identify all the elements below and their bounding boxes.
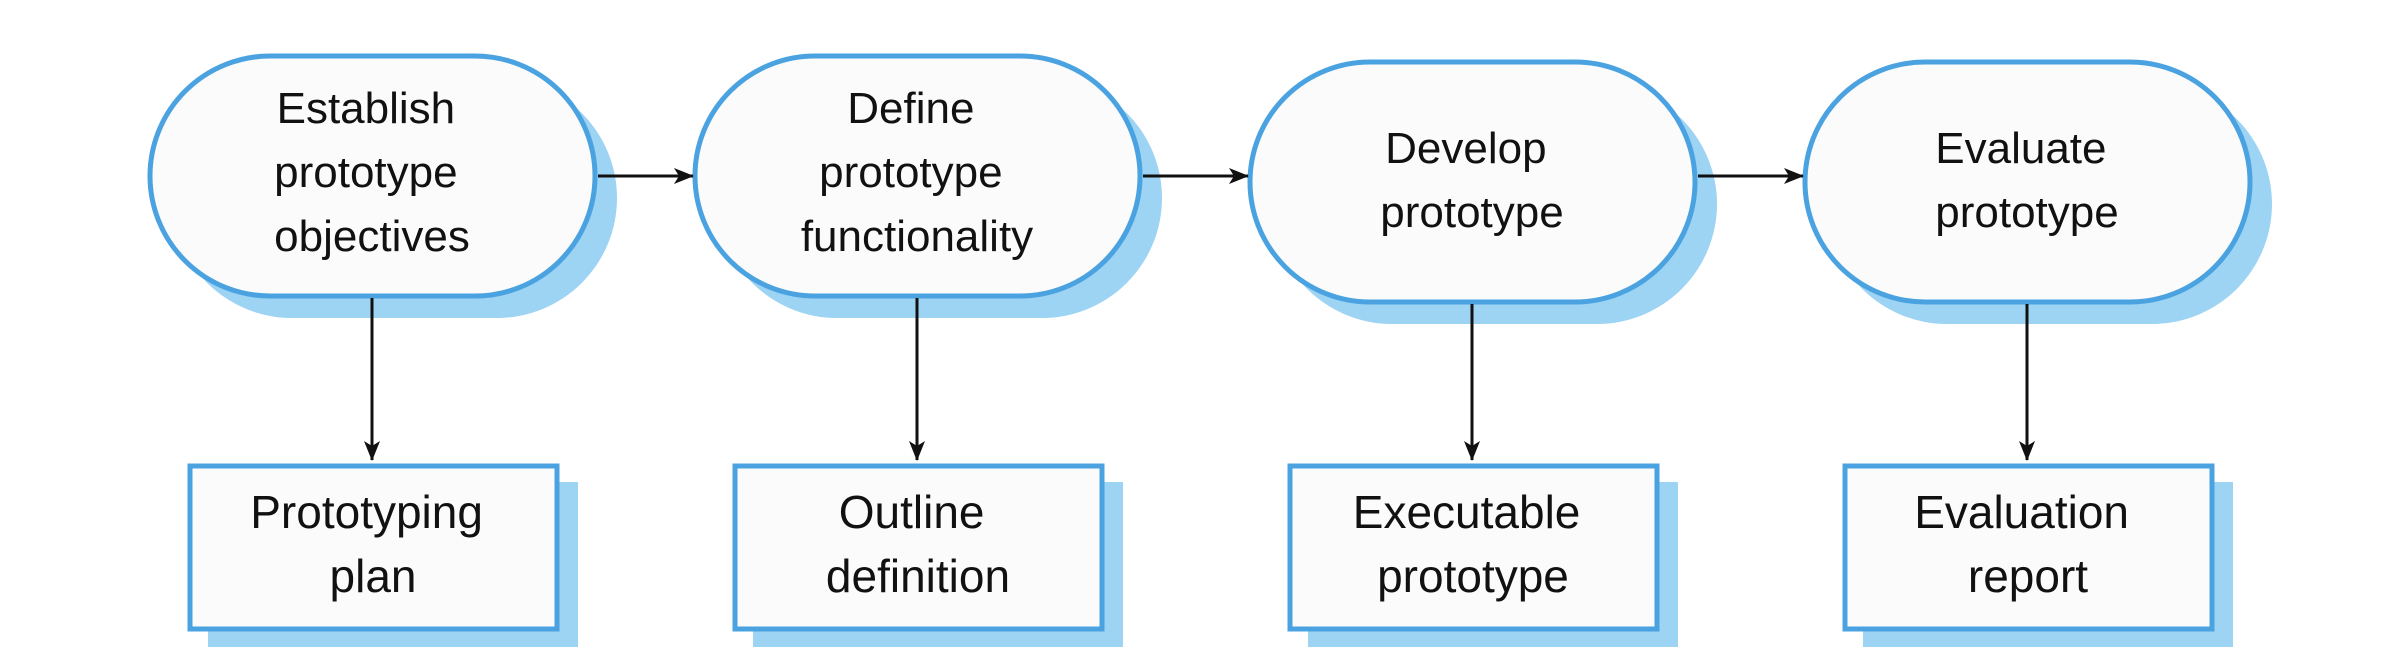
node-label-line: Establish	[277, 84, 456, 133]
svg-text:Develop prototype: Develop prototype	[1380, 124, 1563, 237]
output-doc-executable-prototype: Executable prototype	[1287, 463, 1678, 647]
node-shape	[1247, 59, 1698, 305]
node-shape	[147, 53, 598, 299]
svg-text:Define prototype f: Define prototype functionality	[801, 84, 1033, 261]
process-node-define-functionality: Define prototype functionality	[692, 53, 1162, 318]
svg-text:Evaluate prototype: Evaluate prototype	[1935, 124, 2118, 237]
output-doc-evaluation-report: Evaluation report	[1842, 463, 2233, 647]
node-label-line: objectives	[274, 212, 470, 261]
doc-label-line: Outline	[839, 486, 985, 538]
doc-shape	[1287, 463, 1660, 632]
node-label-line: Develop	[1385, 124, 1546, 173]
output-doc-outline-definition: Outline definition	[732, 463, 1123, 647]
doc-label-line: Executable	[1353, 486, 1581, 538]
doc-shape	[732, 463, 1105, 632]
svg-text:Prototyping plan: Prototyping plan	[250, 486, 495, 602]
process-node-evaluate: Evaluate prototype	[1802, 59, 2272, 324]
svg-text:Outline definition: Outline definition	[826, 486, 1010, 602]
doc-label-line: report	[1968, 550, 2088, 602]
doc-label-line: Evaluation	[1914, 486, 2129, 538]
doc-label-line: Prototyping	[250, 486, 483, 538]
node-label-line: prototype	[1935, 188, 2118, 237]
svg-text:Establish prototype: Establish prototype objectives	[274, 84, 470, 261]
node-label-line: prototype	[274, 148, 457, 197]
output-doc-prototyping-plan: Prototyping plan	[187, 463, 578, 647]
doc-shape	[1842, 463, 2215, 632]
process-node-establish-objectives: Establish prototype objectives	[147, 53, 617, 318]
process-node-develop: Develop prototype	[1247, 59, 1717, 324]
doc-label-line: plan	[330, 550, 417, 602]
node-shape	[1802, 59, 2253, 305]
doc-label-line: definition	[826, 550, 1010, 602]
node-label-line: functionality	[801, 212, 1033, 261]
svg-text:Executable prototype: Executable prototype	[1353, 486, 1593, 602]
doc-shape	[187, 463, 560, 632]
node-label-line: prototype	[1380, 188, 1563, 237]
node-label-line: Define	[847, 84, 974, 133]
doc-label-line: prototype	[1377, 550, 1569, 602]
node-label-line: Evaluate	[1935, 124, 2106, 173]
svg-text:Evaluation report: Evaluation report	[1914, 486, 2142, 602]
node-shape	[692, 53, 1143, 299]
node-label-line: prototype	[819, 148, 1002, 197]
